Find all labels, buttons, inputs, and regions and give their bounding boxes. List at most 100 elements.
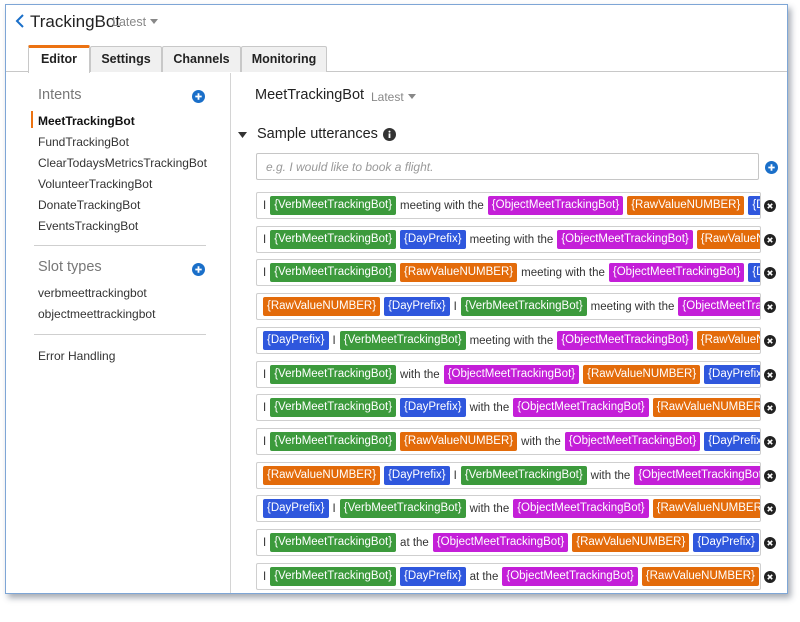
slot-chip[interactable]: {RawValueNUMBER} [263, 466, 381, 485]
slot-chip[interactable]: {ObjectMeetTrackingBot} [564, 432, 701, 451]
sidebar-item-fundtrackingbot[interactable]: FundTrackingBot [38, 135, 129, 149]
utterance-row[interactable]: I{VerbMeetTrackingBot}{RawValueNUMBER}wi… [256, 428, 761, 455]
utterance-row[interactable]: I{VerbMeetTrackingBot}{DayPrefix}at the{… [256, 563, 761, 590]
tab-monitoring[interactable]: Monitoring [241, 46, 327, 72]
slot-chip[interactable]: {DayPrefix} [263, 499, 329, 518]
slot-chip[interactable]: {RawValueNUMBER} [400, 263, 518, 282]
slot-chip[interactable]: {RawValueNUMBER} [641, 567, 759, 586]
add-utterance-icon[interactable] [765, 161, 778, 174]
sidebar-item-cleartodaysmetricstrackingbot[interactable]: ClearTodaysMetricsTrackingBot [38, 156, 207, 170]
tab-channels[interactable]: Channels [162, 46, 241, 72]
slot-chip[interactable]: {VerbMeetTrackingBot} [339, 331, 466, 350]
slot-chip[interactable]: {DayPrefix} [384, 466, 450, 485]
utterance-tokens: I{VerbMeetTrackingBot}{DayPrefix}with th… [263, 398, 760, 417]
remove-utterance-icon[interactable] [764, 267, 776, 279]
slot-chip[interactable]: {ObjectMeetTrackingBot} [513, 499, 649, 518]
slot-chip[interactable]: {RawValueNUMBER} [696, 230, 760, 249]
slot-chip[interactable]: {VerbMeetTrackingBot} [270, 567, 397, 586]
slot-chip[interactable]: {RawValueNUMBER} [572, 533, 690, 552]
utterance-row[interactable]: {DayPrefix}I{VerbMeetTrackingBot}with th… [256, 495, 761, 522]
intent-version-dropdown[interactable]: Latest [371, 90, 416, 104]
slot-chip[interactable]: {VerbMeetTrackingBot} [270, 365, 397, 384]
remove-utterance-icon[interactable] [764, 369, 776, 381]
slot-chip[interactable]: {VerbMeetTrackingBot} [339, 499, 466, 518]
slot-chip[interactable]: {RawValueNUMBER} [400, 432, 518, 451]
slot-chip[interactable]: {DayPrefix} [400, 567, 466, 586]
slot-chip[interactable]: {ObjectMeetTrackingBot} [557, 230, 693, 249]
utterance-row[interactable]: {RawValueNUMBER}{DayPrefix}I{VerbMeetTra… [256, 293, 761, 320]
utterance-text: meeting with the [590, 300, 675, 313]
add-intent-icon[interactable] [192, 90, 205, 103]
slot-chip[interactable]: {RawValueNUMBER} [583, 365, 701, 384]
utterance-row[interactable]: I{VerbMeetTrackingBot}meeting with the{O… [256, 192, 761, 219]
sidebar-item-meettrackingbot[interactable]: MeetTrackingBot [38, 114, 135, 128]
slot-chip[interactable]: {DayPrefix} [263, 331, 329, 350]
sidebar-item-verbmeettrackingbot[interactable]: verbmeettrackingbot [38, 286, 147, 300]
utterance-tokens: {DayPrefix}I{VerbMeetTrackingBot}meeting… [263, 331, 760, 350]
utterance-row[interactable]: {RawValueNUMBER}{DayPrefix}I{VerbMeetTra… [256, 462, 761, 489]
slot-chip[interactable]: {DayPrefix} [400, 398, 466, 417]
tab-settings[interactable]: Settings [90, 46, 162, 72]
remove-utterance-icon[interactable] [764, 234, 776, 246]
slot-chip[interactable]: {ObjectMeetTrackingBot} [502, 567, 638, 586]
remove-utterance-icon[interactable] [764, 436, 776, 448]
slot-chip[interactable]: {DayPrefix} [384, 297, 450, 316]
info-icon[interactable] [383, 128, 396, 141]
remove-utterance-icon[interactable] [764, 571, 776, 583]
slot-chip[interactable]: {VerbMeetTrackingBot} [270, 432, 397, 451]
slot-chip[interactable]: {DayPrefix} [748, 196, 760, 215]
utterance-row[interactable]: I{VerbMeetTrackingBot}at the{ObjectMeetT… [256, 529, 761, 556]
slot-chip[interactable]: {VerbMeetTrackingBot} [270, 196, 397, 215]
sidebar-item-error-handling[interactable]: Error Handling [38, 349, 116, 363]
slot-chip[interactable]: {ObjectMeetTrackingBot} [513, 398, 649, 417]
remove-utterance-icon[interactable] [764, 470, 776, 482]
bot-version-label: Latest [112, 15, 147, 29]
slot-chip[interactable]: {DayPrefix} [704, 432, 760, 451]
slot-chip[interactable]: {RawValueNUMBER} [627, 196, 745, 215]
slot-chip[interactable]: {RawValueNUMBER} [696, 331, 760, 350]
utterance-input[interactable] [256, 153, 759, 180]
slot-chip[interactable]: {VerbMeetTrackingBot} [270, 533, 397, 552]
sidebar-item-objectmeettrackingbot[interactable]: objectmeettrackingbot [38, 307, 156, 321]
utterance-text: I [263, 233, 267, 246]
remove-utterance-icon[interactable] [764, 402, 776, 414]
slot-chip[interactable]: {RawValueNUMBER} [652, 398, 760, 417]
slot-chip[interactable]: {ObjectMeetTrackingBot} [443, 365, 580, 384]
slot-chip[interactable]: {ObjectMeetTrackingBot} [432, 533, 569, 552]
tab-editor[interactable]: Editor [28, 45, 90, 73]
slot-chip[interactable]: {VerbMeetTrackingBot} [460, 297, 587, 316]
bot-version-dropdown[interactable]: Latest [112, 15, 159, 29]
slot-chip[interactable]: {DayPrefix} [704, 365, 760, 384]
utterance-row[interactable]: I{VerbMeetTrackingBot}{DayPrefix}with th… [256, 394, 761, 421]
slot-chip[interactable]: {ObjectMeetTrackingBot} [557, 331, 693, 350]
slot-chip[interactable]: {ObjectMeetTrackingBot} [487, 196, 624, 215]
utterance-row[interactable]: I{VerbMeetTrackingBot}{DayPrefix}meeting… [256, 226, 761, 253]
slot-chip[interactable]: {RawValueNUMBER} [263, 297, 381, 316]
remove-utterance-icon[interactable] [764, 200, 776, 212]
slot-chip[interactable]: {ObjectMeetTrackingBot} [678, 297, 760, 316]
remove-utterance-icon[interactable] [764, 503, 776, 515]
slot-chip[interactable]: {DayPrefix} [693, 533, 759, 552]
slot-chip[interactable]: {RawValueNUMBER} [652, 499, 760, 518]
slot-chip[interactable]: {VerbMeetTrackingBot} [270, 398, 397, 417]
slot-chip[interactable]: {VerbMeetTrackingBot} [270, 230, 397, 249]
utterance-tokens: I{VerbMeetTrackingBot}with the{ObjectMee… [263, 365, 760, 384]
remove-utterance-icon[interactable] [764, 335, 776, 347]
slot-chip[interactable]: {DayPrefix} [400, 230, 466, 249]
sidebar-item-eventstrackingbot[interactable]: EventsTrackingBot [38, 219, 139, 233]
remove-utterance-icon[interactable] [764, 301, 776, 313]
sidebar-item-donatetrackingbot[interactable]: DonateTrackingBot [38, 198, 141, 212]
add-slot-type-icon[interactable] [192, 263, 205, 276]
slot-chip[interactable]: {ObjectMeetTrackingBot} [634, 466, 760, 485]
utterance-row[interactable]: I{VerbMeetTrackingBot}with the{ObjectMee… [256, 361, 761, 388]
chevron-left-icon[interactable] [14, 13, 26, 29]
sidebar-item-volunteertrackingbot[interactable]: VolunteerTrackingBot [38, 177, 153, 191]
slot-chip[interactable]: {VerbMeetTrackingBot} [460, 466, 587, 485]
utterance-row[interactable]: {DayPrefix}I{VerbMeetTrackingBot}meeting… [256, 327, 761, 354]
slot-chip[interactable]: {ObjectMeetTrackingBot} [608, 263, 745, 282]
slot-chip[interactable]: {VerbMeetTrackingBot} [270, 263, 397, 282]
utterance-row[interactable]: I{VerbMeetTrackingBot}{RawValueNUMBER}me… [256, 259, 761, 286]
slot-chip[interactable]: {DayPrefix} [748, 263, 760, 282]
remove-utterance-icon[interactable] [764, 537, 776, 549]
collapse-caret-icon[interactable] [238, 132, 247, 139]
